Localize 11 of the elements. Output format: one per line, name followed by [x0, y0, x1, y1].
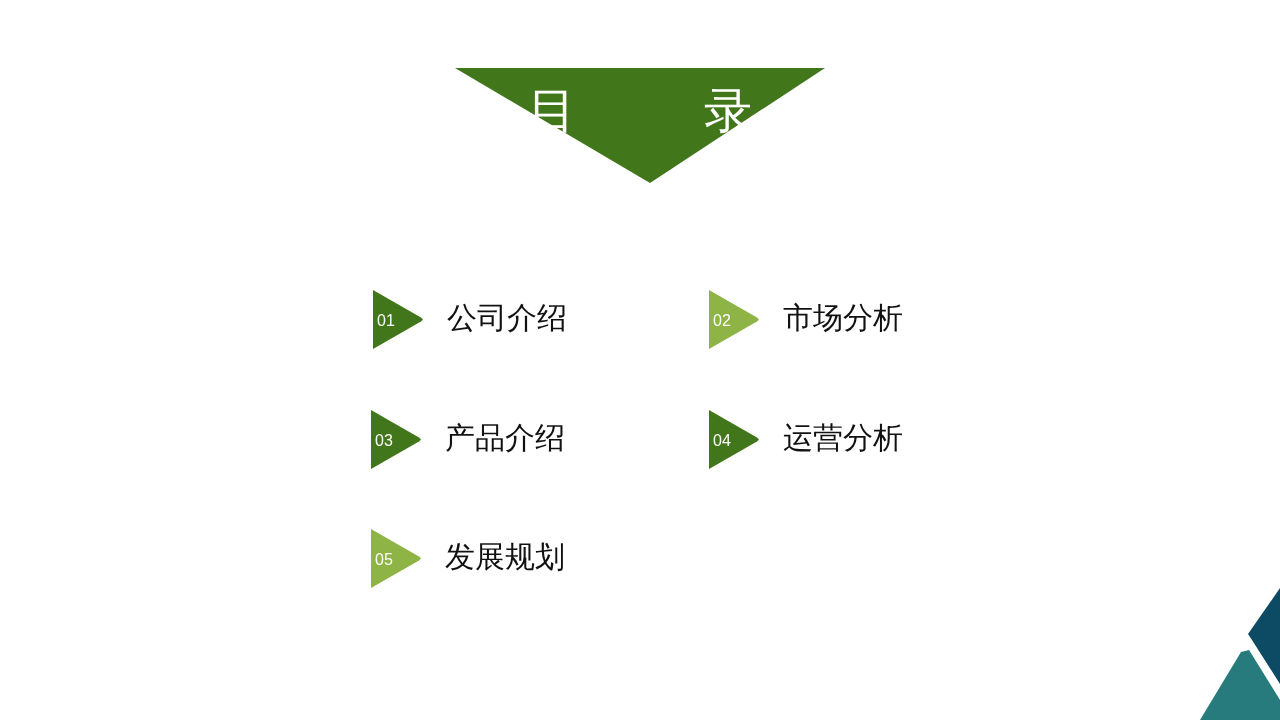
menu-item-label: 发展规划 [445, 537, 565, 576]
menu-item-label: 公司介绍 [447, 298, 567, 337]
item-number: 04 [713, 430, 731, 451]
menu-item-label: 运营分析 [783, 418, 903, 457]
item-number: 05 [375, 549, 393, 570]
title-banner [455, 68, 825, 183]
item-number: 01 [377, 310, 395, 331]
menu-item-label: 产品介绍 [445, 418, 565, 457]
item-number: 03 [375, 430, 393, 451]
item-number: 02 [713, 310, 731, 331]
menu-item-label: 市场分析 [783, 298, 903, 337]
